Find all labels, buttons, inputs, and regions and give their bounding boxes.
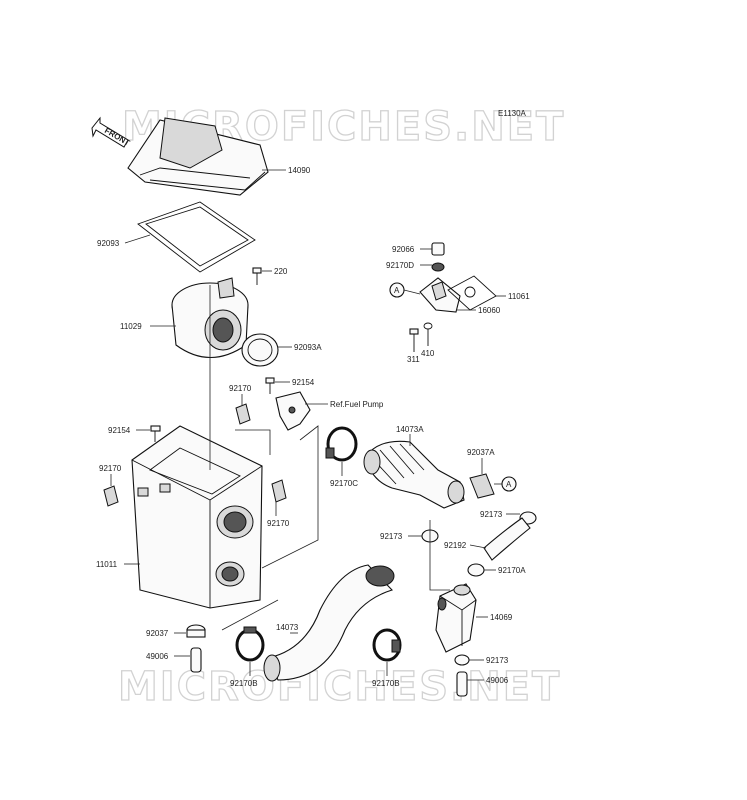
screw-92154-top: [265, 377, 275, 394]
part-label-14069: 14069: [490, 613, 513, 622]
part-label-92173-lower: 92173: [486, 656, 509, 665]
ref-fuel-pump: Ref.Fuel Pump: [330, 400, 384, 409]
part-label-49006-right: 49006: [486, 676, 509, 685]
inlet-duct-14073a: [363, 440, 465, 509]
clip-92170-upper: [235, 403, 251, 425]
part-label-92170b-left: 92170B: [230, 679, 258, 688]
clip-92170-right: [271, 479, 287, 503]
fitting-16060: [419, 277, 461, 313]
clamp-92170a: [467, 563, 485, 577]
clamp-92170d: [431, 262, 445, 272]
air-cleaner-case: [131, 425, 263, 609]
screw-92154-left: [150, 425, 161, 442]
callout-a-upper: A: [394, 286, 400, 295]
part-label-92066: 92066: [392, 245, 415, 254]
air-cleaner-cover: [127, 117, 269, 196]
clamp-92170b-right: [372, 628, 402, 662]
part-label-49006-left: 49006: [146, 652, 169, 661]
part-label-92154-top: 92154: [292, 378, 315, 387]
part-label-311: 311: [407, 355, 420, 364]
clamp-92170b-left: [235, 626, 265, 662]
watermark-bottom: MICROFICHES.NET: [118, 664, 561, 710]
air-duct-14073: [263, 564, 395, 682]
fuel-pump-bracket: [275, 391, 311, 431]
part-label-16060: 16060: [478, 306, 501, 315]
plug-49006-left: [190, 647, 202, 673]
part-label-92154-left: 92154: [108, 426, 131, 435]
part-label-92037-left: 92037: [146, 629, 169, 638]
drain-cap-92037: [186, 624, 206, 638]
resonator-14069: [435, 583, 477, 653]
part-label-92170-left: 92170: [99, 464, 122, 473]
clamp-92170c: [325, 426, 358, 462]
part-label-92093: 92093: [97, 239, 120, 248]
diagram-code: E1130A: [498, 109, 527, 118]
callout-a-lower: A: [506, 480, 512, 489]
part-label-220: 220: [274, 267, 288, 276]
clamp-92173-lower: [454, 654, 470, 666]
part-label-14073a: 14073A: [396, 425, 424, 434]
part-label-92037a: 92037A: [467, 448, 495, 457]
part-label-92170-right: 92170: [267, 519, 290, 528]
part-label-92170c: 92170C: [330, 479, 358, 488]
part-label-92170-upper: 92170: [229, 384, 252, 393]
part-label-92170a: 92170A: [498, 566, 526, 575]
part-label-92170b-right: 92170B: [372, 679, 400, 688]
part-label-14090: 14090: [288, 166, 311, 175]
plug-49006-right: [456, 671, 468, 697]
clip-92170-left: [103, 485, 119, 507]
part-label-92173-mid: 92173: [380, 532, 403, 541]
part-label-11029: 11029: [120, 322, 142, 331]
cap-92037a: [469, 473, 495, 499]
part-label-11011: 11011: [96, 560, 118, 569]
part-label-410: 410: [421, 349, 435, 358]
part-label-92192: 92192: [444, 541, 467, 550]
hose-92192: [483, 517, 531, 561]
part-label-92173-upper: 92173: [480, 510, 503, 519]
bolt-311: [409, 328, 419, 352]
cap-92066: [431, 242, 445, 256]
part-label-11061: 11061: [508, 292, 530, 301]
part-label-14073: 14073: [276, 623, 299, 632]
part-label-92170d: 92170D: [386, 261, 414, 270]
part-label-92093a: 92093A: [294, 343, 322, 352]
seal-92093a: [241, 333, 279, 367]
washer-410: [423, 322, 433, 346]
filter-gasket: [137, 201, 256, 273]
bolt-220: [252, 267, 262, 285]
